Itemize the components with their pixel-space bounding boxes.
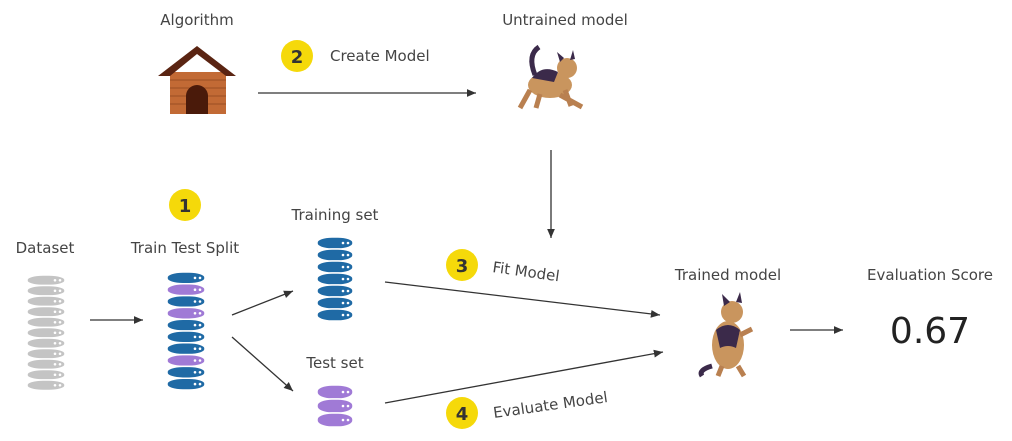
untrained-model-label: Untrained model xyxy=(502,11,628,29)
database-disk xyxy=(316,412,354,428)
database-disk xyxy=(166,330,206,344)
database-disk xyxy=(316,296,354,310)
database-disk xyxy=(166,353,206,368)
evaluation-score-value: 0.67 xyxy=(890,311,970,352)
doghouse-icon xyxy=(158,46,236,114)
database-disk xyxy=(26,295,66,308)
database-disk xyxy=(166,283,206,297)
train-test-split-label: Train Test Split xyxy=(130,239,239,257)
database-disk xyxy=(26,326,66,339)
database-disk xyxy=(26,358,66,371)
database-disk xyxy=(166,306,206,320)
evaluate-model-label: Evaluate Model xyxy=(492,388,609,422)
step-3-badge: 3 xyxy=(446,249,478,281)
split-to-test-arrow xyxy=(231,336,294,392)
database-disk xyxy=(316,248,354,262)
split-to-train-arrow xyxy=(231,290,294,316)
trained-dog-icon xyxy=(698,292,754,378)
step-3-number: 3 xyxy=(456,256,469,277)
database-disk xyxy=(316,284,354,298)
test-set-database-icon xyxy=(316,384,354,428)
dataset-database-icon xyxy=(26,274,66,392)
database-disk xyxy=(316,384,354,400)
database-disk xyxy=(26,368,66,381)
database-disk xyxy=(26,316,66,329)
database-disk xyxy=(316,308,354,322)
dataset-label: Dataset xyxy=(16,239,75,257)
step-2-number: 2 xyxy=(291,47,304,68)
step-4-badge: 4 xyxy=(446,397,478,429)
database-disk xyxy=(26,284,66,297)
split-database-icon xyxy=(166,271,206,391)
untrained-dog-icon xyxy=(517,44,584,110)
training-set-database-icon xyxy=(316,236,354,322)
database-disk xyxy=(316,398,354,414)
database-disk xyxy=(316,236,354,250)
database-disk xyxy=(26,337,66,350)
database-disk xyxy=(26,347,66,360)
evaluate-model-arrow xyxy=(384,349,664,404)
step-4-number: 4 xyxy=(456,404,469,425)
trained-model-label: Trained model xyxy=(674,266,781,284)
database-disk xyxy=(166,318,206,332)
database-disk xyxy=(26,305,66,318)
test-set-label: Test set xyxy=(305,354,363,372)
step-1-badge: 1 xyxy=(169,189,201,221)
database-disk xyxy=(316,260,354,274)
database-disk xyxy=(166,365,206,379)
database-disk xyxy=(166,342,206,356)
database-disk xyxy=(166,271,206,285)
database-disk xyxy=(26,379,66,392)
training-set-label: Training set xyxy=(291,206,379,224)
fit-model-label: Fit Model xyxy=(491,258,560,285)
algorithm-label: Algorithm xyxy=(160,11,233,29)
fit-model-arrow xyxy=(384,281,661,318)
step-1-number: 1 xyxy=(179,196,192,217)
step-2-badge: 2 xyxy=(281,40,313,72)
database-disk xyxy=(166,294,206,309)
database-disk xyxy=(316,272,354,286)
evaluation-score-label: Evaluation Score xyxy=(867,266,993,284)
database-disk xyxy=(26,274,66,287)
create-model-label: Create Model xyxy=(330,47,430,65)
database-disk xyxy=(166,377,206,391)
